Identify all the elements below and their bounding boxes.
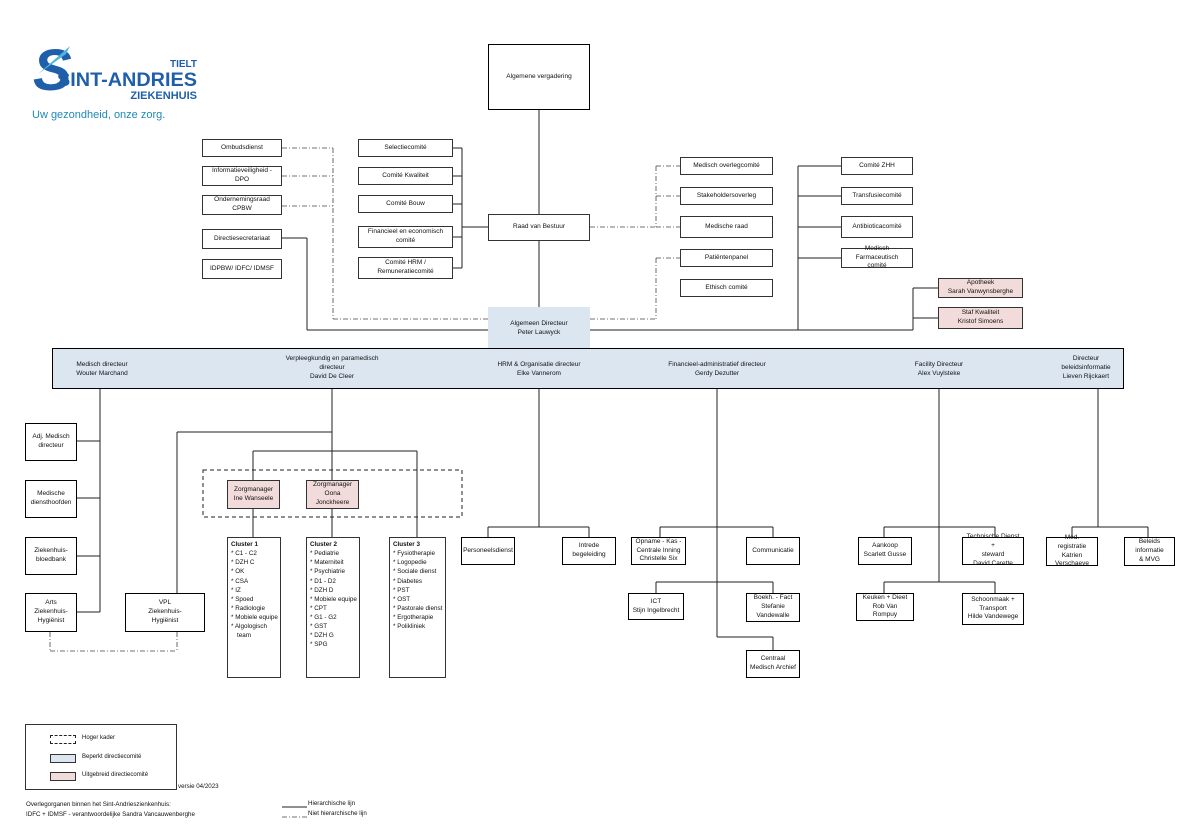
- comite-zhh-box: Comité ZHH: [841, 157, 913, 175]
- board-box: Raad van Bestuur: [488, 214, 590, 241]
- version-label: versie 04/2023: [178, 783, 219, 790]
- ethisch-comite-box: Ethisch comité: [680, 279, 773, 297]
- antibioticacomite-box: Antibioticacomité: [841, 216, 913, 238]
- ombudsdienst-box: Ombudsdienst: [202, 139, 282, 157]
- legend-label-hoger-kader: Hoger kader: [82, 735, 116, 741]
- logo-letter: S: [33, 40, 72, 103]
- medische-raad-box: Medische raad: [680, 216, 773, 238]
- beleidsinformatie-mvg-box: Beleids informatie& MVG: [1124, 537, 1175, 566]
- legend-label-uitgebreid: Uitgebreid directiecomité: [82, 772, 149, 778]
- patientenpanel-box: Patiëntenpanel: [680, 249, 773, 267]
- ziekenhuisbloedbank-box: Ziekenhuis-bloedbank: [25, 537, 77, 575]
- logo-name: SINT-ANDRIES: [57, 70, 197, 91]
- footer-hierarchical-label: Hierarchische lijn: [308, 800, 356, 807]
- logo-tagline: Uw gezondheid, onze zorg.: [32, 109, 165, 121]
- logo-city: TIELT: [170, 59, 197, 70]
- legend-label-beperkt: Beperkt directiecomité: [82, 754, 142, 760]
- communicatie-box: Communicatie: [746, 537, 800, 565]
- hoger-kader-frame: [202, 469, 463, 518]
- legend-swatch-hoger-kader: [50, 735, 76, 744]
- directiesecretariaat-box: Directiesecretariaat: [202, 229, 282, 249]
- legend: Hoger kader Beperkt directiecomité Uitge…: [25, 724, 177, 790]
- footer-line-1: Overlegorganen binnen het Sint-Andrieszi…: [26, 801, 171, 808]
- informatieveiligheid-box: Informatieveiligheid -DPO: [202, 166, 282, 186]
- selectiecomite-box: Selectiecomité: [358, 139, 453, 157]
- legend-swatch-uitgebreid: [50, 772, 76, 781]
- idpbw-box: IDPBW/ IDFC/ IDMSF: [202, 259, 282, 279]
- footer-line-2: IDFC + IDMSF - verantwoordelijke Sandra …: [26, 811, 195, 818]
- comite-bouw-box: Comité Bouw: [358, 195, 453, 213]
- footer-non-hierarchical-label: Niet hierarchische lijn: [308, 810, 367, 817]
- general-assembly-box: Algemene vergadering: [488, 44, 590, 110]
- cluster-2-box: Cluster 2 * Pediatrie* Materniteit* Psyc…: [306, 537, 360, 678]
- comite-kwaliteit-box: Comité Kwaliteit: [358, 167, 453, 185]
- logo-type: ZIEKENHUIS: [130, 90, 197, 102]
- directors-band: [52, 348, 1124, 389]
- personeelsdienst-box: Personeelsdienst: [461, 537, 515, 565]
- cluster-3-box: Cluster 3 * Fysiotherapie* Logopedie* So…: [389, 537, 446, 678]
- transfusiecomite-box: Transfusiecomité: [841, 187, 913, 205]
- hospital-logo: S TIELT SINT-ANDRIES ZIEKENHUIS Uw gezon…: [32, 38, 212, 122]
- cluster-1-box: Cluster 1 * C1 - C2* DZH C* OK * CSA* IZ…: [227, 537, 281, 678]
- medisch-overlegcomite-box: Medisch overlegcomité: [680, 157, 773, 175]
- logo-s-mark-icon: S TIELT SINT-ANDRIES ZIEKENHUIS Uw gezon…: [32, 38, 197, 121]
- legend-swatch-beperkt: [50, 754, 76, 763]
- comite-hrm-box: Comité HRM /Remuneratiecomité: [358, 257, 453, 279]
- stakeholdersoverleg-box: Stakeholdersoverleg: [680, 187, 773, 205]
